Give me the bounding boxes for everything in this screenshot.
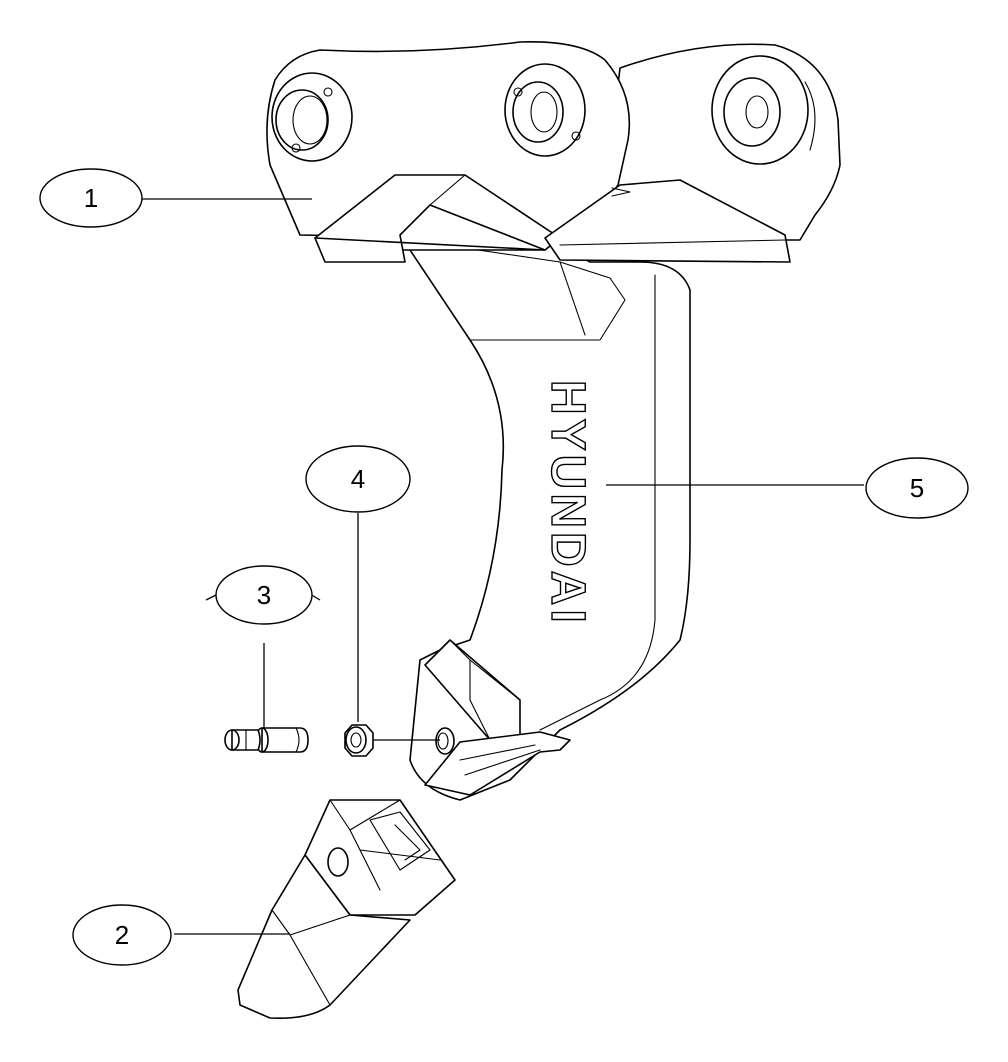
brand-text: HYUNDAI	[541, 380, 594, 627]
ripper-shank	[399, 234, 691, 801]
callout-1-label: 1	[84, 183, 98, 213]
lock-washer	[344, 724, 374, 757]
callout-2: 2	[72, 904, 172, 966]
callout-3: 3	[215, 565, 313, 625]
pin	[224, 727, 309, 753]
callout-2-label: 2	[115, 920, 129, 950]
callout-4: 4	[305, 445, 411, 513]
base-plate	[314, 174, 791, 263]
callout-4-label: 4	[351, 464, 365, 494]
callout-1: 1	[39, 168, 143, 228]
callout-3-label: 3	[257, 580, 271, 610]
brand-lettering: HYUNDAI	[540, 379, 594, 627]
callout-5: 5	[865, 457, 969, 519]
front-bracket	[266, 41, 631, 241]
callout-5-label: 5	[910, 473, 924, 503]
tooth	[237, 799, 456, 1020]
